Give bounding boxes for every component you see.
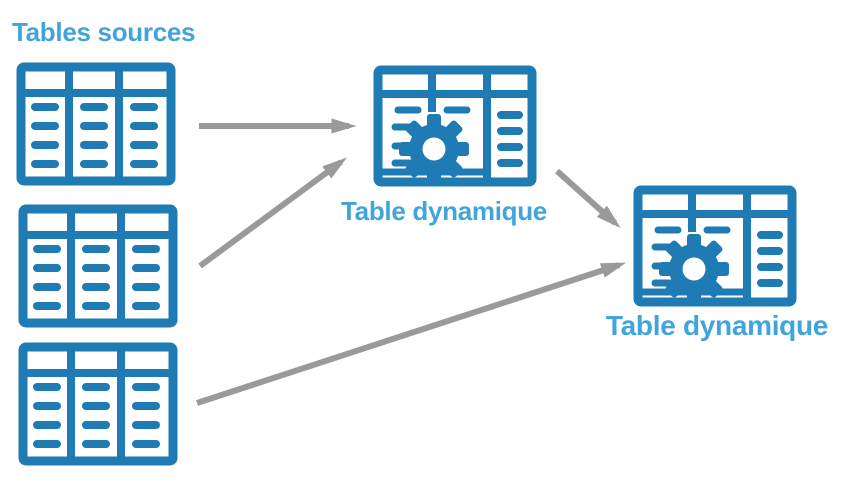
source-table-icon-3 xyxy=(18,342,178,466)
arrow-source3-to-pivot2 xyxy=(196,262,627,406)
source-table-icon-2 xyxy=(18,204,178,328)
diagram-title: Tables sources xyxy=(12,17,196,47)
pivot-table-icon-2 xyxy=(633,185,797,307)
arrow-source2-to-pivot1 xyxy=(198,157,348,269)
pivot-table-icon-1 xyxy=(373,65,537,187)
source-table-icon-1 xyxy=(16,62,176,186)
arrow-pivot1-to-pivot2 xyxy=(554,168,621,229)
pivot-table-label-1: Table dynamique xyxy=(341,196,547,226)
pivot-table-label-2: Table dynamique xyxy=(605,310,829,341)
